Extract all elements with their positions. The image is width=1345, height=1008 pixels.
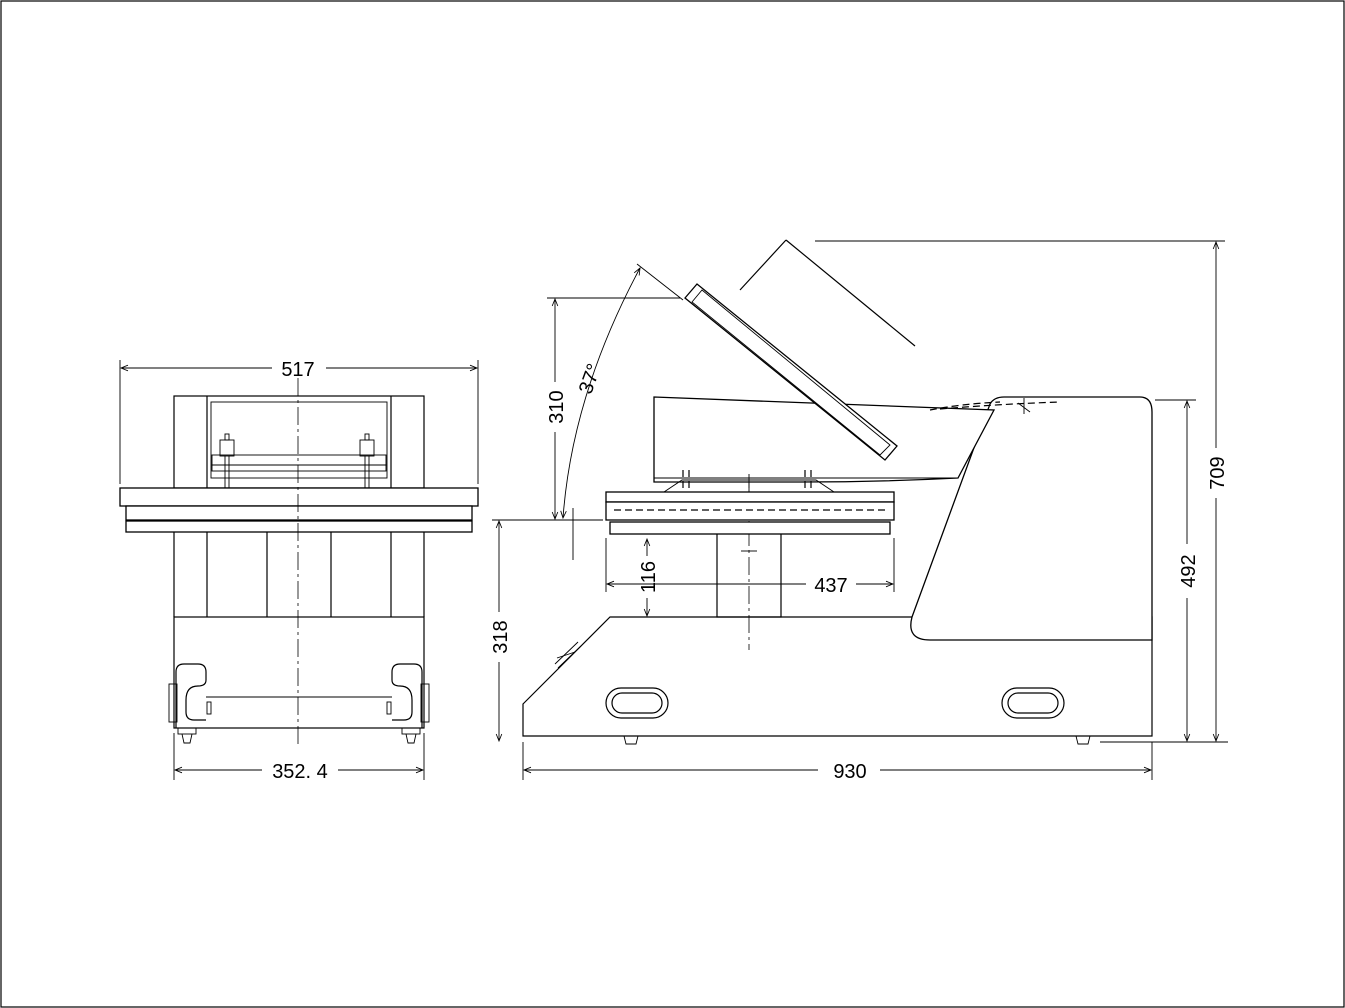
dim-lift-height: 310: [546, 390, 568, 423]
dim-platen-gap: 116: [638, 561, 660, 593]
dim-side-length: 930: [833, 761, 866, 783]
dim-front-width-base: 352. 4: [272, 761, 328, 783]
front-view: 517 352. 4: [119, 359, 479, 783]
dim-body-height: 492: [1178, 554, 1200, 587]
dim-platen-width: 437: [814, 575, 847, 597]
dim-total-height: 709: [1207, 456, 1229, 489]
dim-open-angle: 37°: [575, 361, 606, 397]
dim-base-height: 318: [490, 620, 512, 653]
side-view: 930 709 492 318 310 37° 116: [490, 239, 1229, 783]
dim-front-width-top: 517: [281, 359, 314, 381]
